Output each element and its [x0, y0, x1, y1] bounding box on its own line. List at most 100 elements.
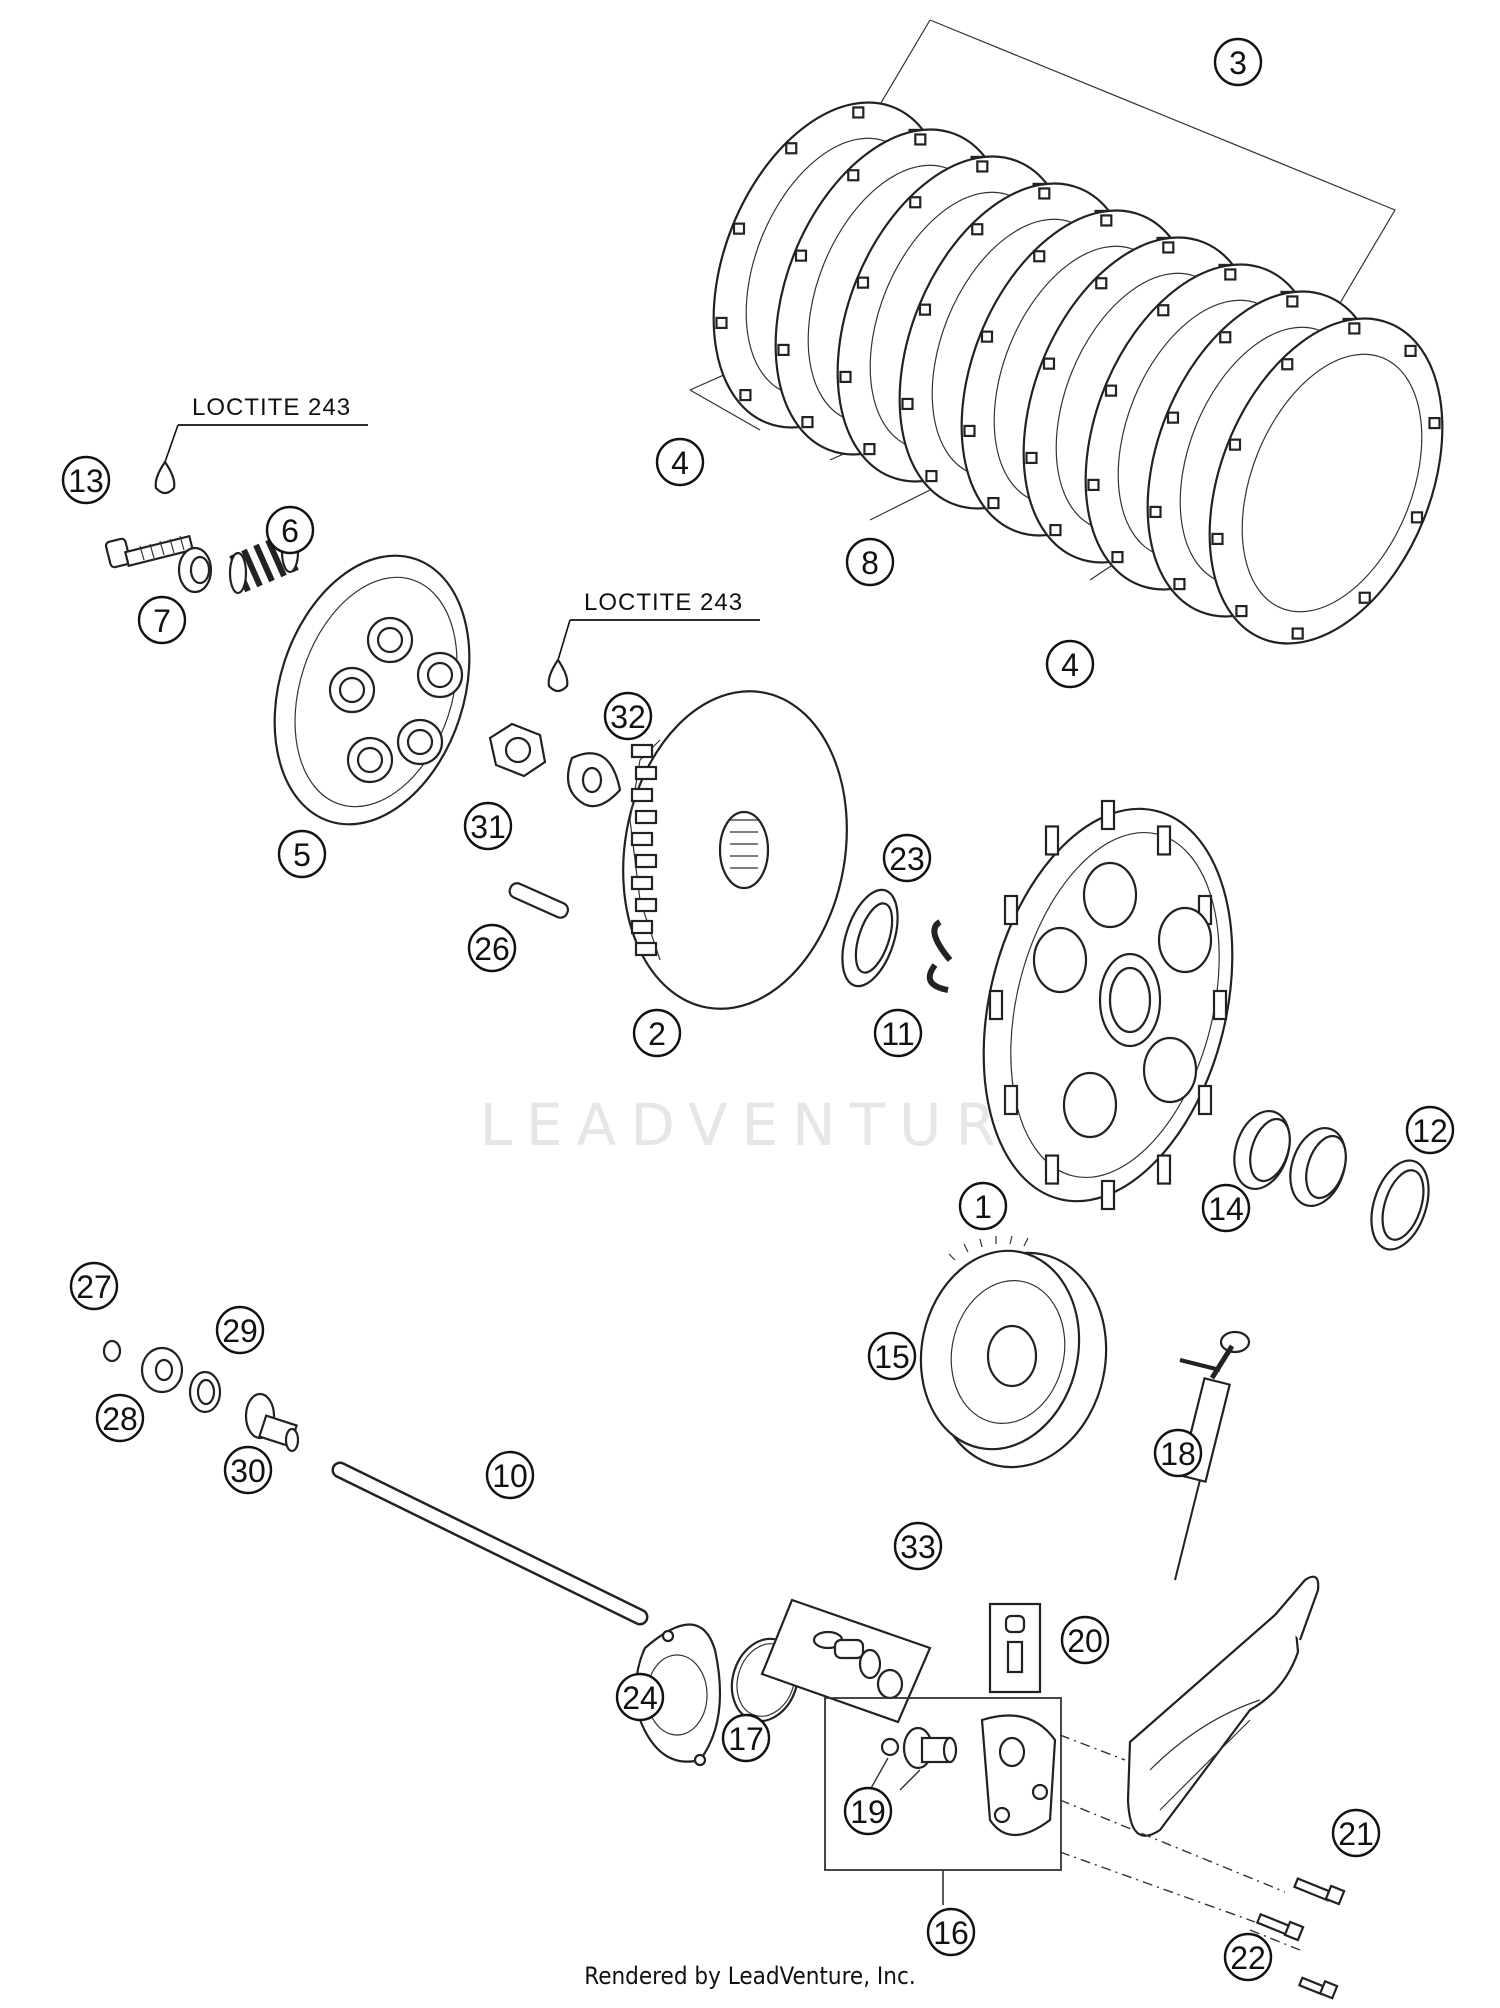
push-rod-10: [331, 1461, 649, 1626]
hub-spline: [634, 765, 658, 781]
hub-spline: [630, 919, 654, 935]
screw-21: [1293, 1877, 1346, 1906]
callout-number: 26: [474, 931, 510, 967]
clutch-disc-stack: [689, 19, 1444, 645]
callout-number: 1: [974, 1189, 992, 1225]
callout-number: 24: [622, 1680, 658, 1716]
o-ring-29: [188, 1370, 222, 1414]
nut-31: [488, 722, 547, 778]
callout-31: 31: [463, 801, 513, 851]
hub-spline: [630, 831, 654, 847]
callout-number: 14: [1208, 1191, 1244, 1227]
callout-32: 32: [603, 691, 653, 741]
callout-number: 17: [728, 1721, 764, 1757]
callout-14: 14: [1201, 1183, 1251, 1233]
callout-1: 1: [958, 1181, 1008, 1231]
callout-27: 27: [69, 1261, 119, 1311]
inner-clutch-hub-2: [622, 690, 848, 1010]
hub-spline: [630, 787, 654, 803]
droplet-icon: [154, 460, 176, 495]
callout-number: 4: [1061, 647, 1079, 683]
callout-16: 16: [926, 1907, 976, 1957]
hub-spline: [630, 743, 654, 759]
pressure-piece-30: [244, 1392, 300, 1453]
hub-spline: [630, 875, 654, 891]
basket-slot: [1003, 894, 1019, 926]
hub-spline: [634, 809, 658, 825]
callout-7: 7: [137, 595, 187, 645]
callout-number: 3: [1229, 45, 1247, 81]
callout-26: 26: [467, 923, 517, 973]
callout-number: 33: [900, 1529, 936, 1565]
basket-slot: [1212, 989, 1228, 1021]
watermark: LEADVENTURE: [480, 771, 1061, 1159]
basket-slot: [1100, 1179, 1116, 1211]
washer-28: [140, 1346, 184, 1394]
callout-12: 12: [1405, 1105, 1455, 1155]
callout-number: 6: [281, 513, 299, 549]
screw-22b: [1297, 1976, 1339, 2000]
lock-washer-32: [566, 752, 622, 808]
callout-number: 21: [1338, 1816, 1374, 1852]
callout-21: 21: [1331, 1808, 1381, 1858]
needle-bushings-14: [1233, 1110, 1347, 1207]
pressure-plate-5: [273, 554, 471, 826]
callout-number: 27: [76, 1269, 112, 1305]
callout-number: 7: [153, 603, 171, 639]
loctite-annotation-2: LOCTITE 243: [547, 589, 760, 693]
hub-spline: [634, 853, 658, 869]
circlip-11: [926, 919, 953, 993]
callout-29: 29: [215, 1305, 265, 1355]
callout-number: 18: [1160, 1436, 1196, 1472]
callout-15: 15: [867, 1331, 917, 1381]
hub-spline: [634, 897, 658, 913]
callout-number: 12: [1412, 1113, 1448, 1149]
basket-slot: [988, 989, 1004, 1021]
basket-slot: [1003, 1084, 1019, 1116]
callout-33: 33: [893, 1521, 943, 1571]
basket-slot: [1044, 825, 1060, 856]
callout-number: 10: [492, 1458, 528, 1494]
callout-number: 4: [671, 445, 689, 481]
loctite-label: LOCTITE 243: [584, 589, 743, 616]
basket-slot: [1156, 825, 1172, 856]
watermark-text: LEADVENTURE: [480, 1091, 1061, 1159]
clutch-basket-1: [982, 799, 1234, 1211]
callout-4: 4: [655, 437, 705, 487]
slave-cylinder-16: [824, 1697, 1062, 1905]
callout-28: 28: [95, 1393, 145, 1443]
callout-number: 19: [850, 1794, 886, 1830]
bolt-13: [104, 534, 195, 569]
callout-3: 3: [1213, 37, 1263, 87]
loctite-label: LOCTITE 243: [192, 394, 351, 421]
callout-18: 18: [1153, 1428, 1203, 1478]
callout-number: 16: [933, 1915, 969, 1951]
callout-6: 6: [265, 505, 315, 555]
callout-19: 19: [843, 1786, 893, 1836]
callout-number: 30: [230, 1453, 266, 1489]
callout-number: 29: [222, 1313, 258, 1349]
callout-number: 20: [1067, 1623, 1103, 1659]
callout-number: 13: [68, 463, 104, 499]
loctite-annotation-1: LOCTITE 243: [154, 394, 368, 495]
basket-slot: [1197, 1084, 1213, 1116]
pin-26: [508, 882, 570, 919]
basket-slot: [1044, 1154, 1060, 1185]
clutch-disc: [1208, 317, 1444, 645]
primary-gear-15: [919, 1235, 1108, 1469]
callout-30: 30: [223, 1445, 273, 1495]
callout-number: 23: [889, 841, 925, 877]
callout-number: 31: [470, 809, 506, 845]
callout-number: 22: [1230, 1940, 1266, 1976]
ball-27: [102, 1339, 122, 1363]
callout-22: 22: [1223, 1932, 1273, 1982]
callout-number: 8: [861, 545, 879, 581]
seal-kit-33: [760, 1598, 932, 1724]
thrust-washer-23: [841, 888, 899, 988]
callout-8: 8: [845, 537, 895, 587]
callout-number: 11: [881, 1016, 914, 1052]
callout-10: 10: [485, 1450, 535, 1500]
callout-number: 5: [293, 837, 311, 873]
clutch-cover-bracket: [1126, 1575, 1320, 1837]
